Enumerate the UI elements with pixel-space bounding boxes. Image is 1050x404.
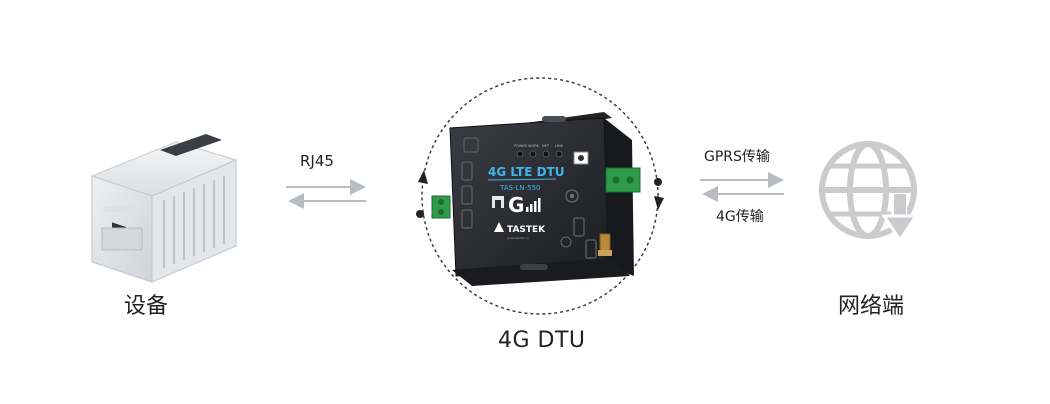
orbit-dot-right [654, 178, 662, 186]
rj45-label: RJ45 [300, 152, 334, 170]
terminal-block-left [431, 195, 451, 219]
tastek-logo-icon [494, 222, 504, 232]
led-label-power: POWER [514, 144, 528, 148]
orbit-dot-left [416, 210, 424, 218]
dtu-label: 4G DTU [498, 328, 586, 353]
network-arrows [700, 172, 784, 202]
device-label: 设备 [124, 294, 169, 319]
signal-bars-icon [526, 198, 541, 212]
network-label: 网络端 [838, 294, 905, 319]
plc-device-icon [90, 134, 238, 283]
lte-label: 4G传输 [716, 209, 764, 225]
dtu-brand: TASTEK www.tastek.cn [494, 222, 546, 240]
globe-download-icon [819, 141, 919, 243]
gprs-label: GPRS传输 [704, 149, 770, 165]
antenna-connector-icon [598, 233, 612, 256]
rj45-arrows [286, 179, 366, 209]
dtu-title: 4G LTE DTU [488, 165, 565, 179]
dtu-device: POWER WORK NET LINK 4G LTE DTU TAS-LN-55… [431, 112, 641, 286]
dtu-logo: G [492, 193, 541, 217]
orbit-arrow-right-icon [654, 196, 664, 210]
brand-website: www.tastek.cn [507, 236, 529, 240]
led-label-work: WORK [528, 144, 540, 148]
terminal-block-right [605, 167, 641, 193]
dtu-model: TAS-LN-550 [499, 184, 541, 192]
led-label-link: LINK [555, 144, 564, 148]
dtu-logo-letter: G [508, 193, 524, 217]
orbit-arrow-left-icon [418, 170, 428, 184]
led-label-net: NET [542, 144, 550, 148]
dtu-led-group [516, 150, 563, 158]
orbit-circle [416, 77, 664, 315]
brand-name: TASTEK [507, 225, 546, 235]
